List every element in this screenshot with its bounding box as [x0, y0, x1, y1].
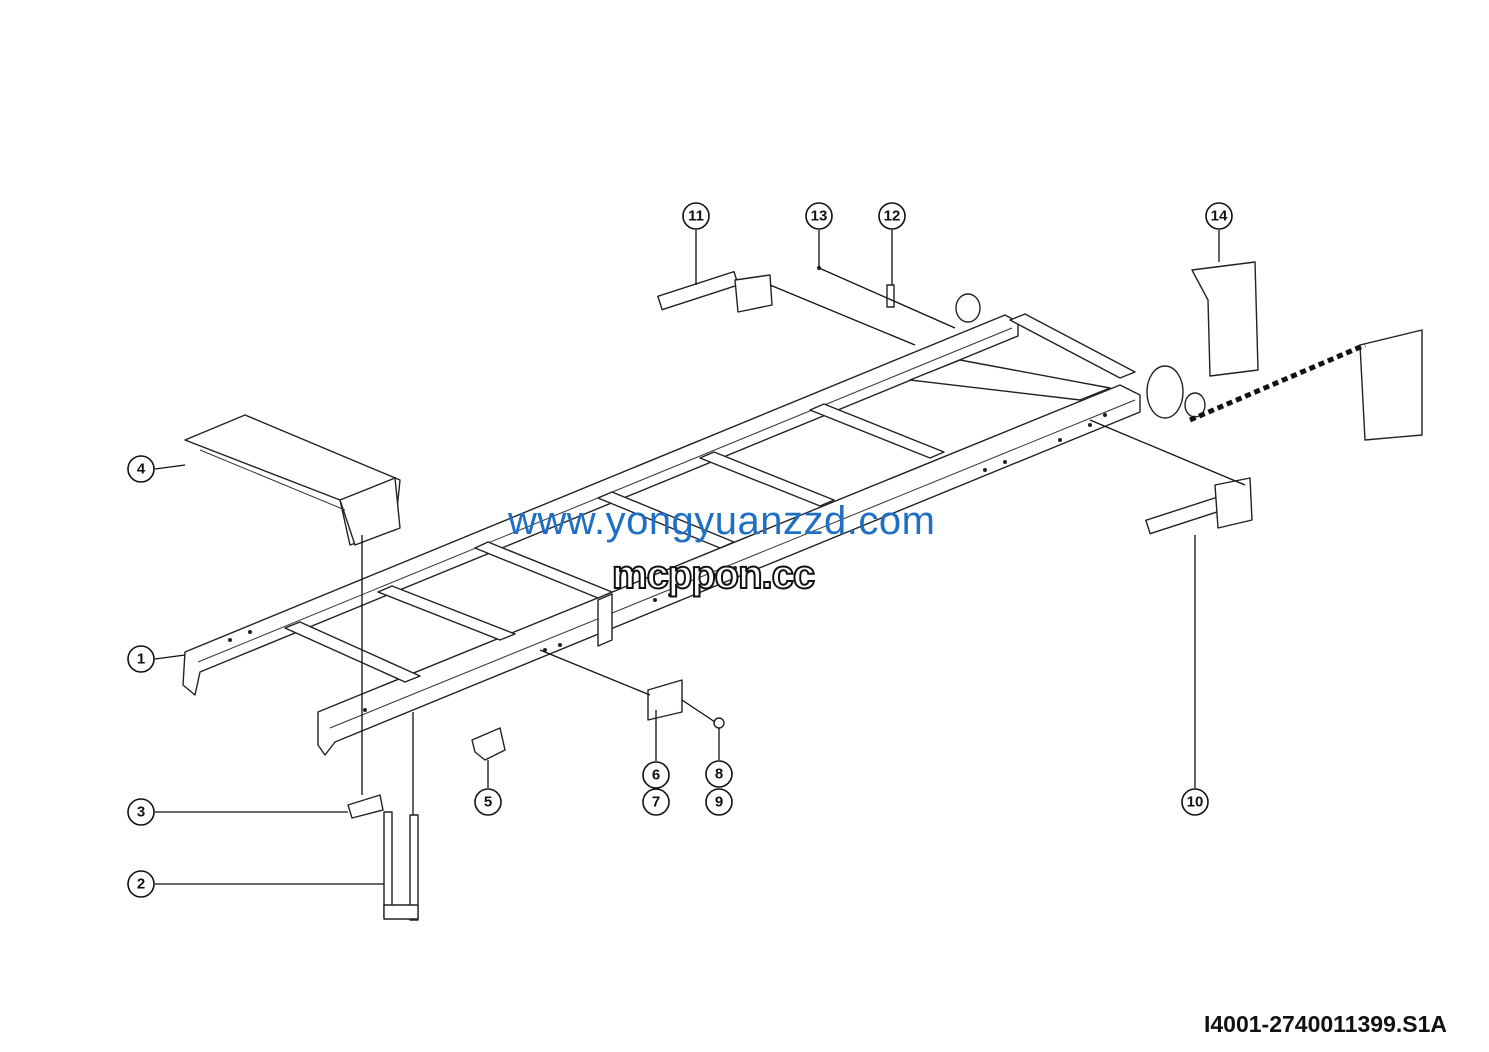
- callout-3: 3: [127, 798, 155, 826]
- leader-lines: [154, 230, 1246, 885]
- callout-8: 8: [705, 760, 733, 788]
- svg-text:11: 11: [688, 208, 704, 225]
- svg-text:4: 4: [137, 461, 146, 478]
- svg-text:3: 3: [137, 804, 145, 821]
- svg-text:13: 13: [811, 208, 828, 225]
- part-5-bracket: [471, 727, 506, 761]
- svg-text:12: 12: [884, 208, 901, 225]
- chassis-frame: [182, 293, 1206, 756]
- svg-text:7: 7: [652, 794, 660, 811]
- callout-12: 12: [878, 202, 906, 230]
- part-10-pin: [1145, 477, 1253, 535]
- callout-13: 13: [805, 202, 833, 230]
- svg-text:6: 6: [652, 767, 660, 784]
- svg-text:1: 1: [137, 651, 145, 668]
- svg-text:2: 2: [137, 876, 145, 893]
- svg-text:10: 10: [1187, 794, 1204, 811]
- callout-9: 9: [705, 788, 733, 816]
- watermark-secondary: mcppon.cc: [611, 552, 816, 598]
- part-2-u-bolt: [383, 811, 419, 921]
- part-11-pin: [657, 270, 773, 313]
- callout-7: 7: [642, 788, 670, 816]
- part-6-shim: [647, 679, 683, 721]
- callout-1: 1: [127, 645, 155, 673]
- callout-5: 5: [474, 788, 502, 816]
- part-3-clamp: [347, 794, 384, 819]
- drawing-id: I4001-2740011399.S1A: [1204, 1011, 1447, 1037]
- callout-4: 4: [127, 455, 155, 483]
- part-8-nut: [713, 717, 725, 729]
- callout-14: 14: [1205, 202, 1233, 230]
- part-14-plates: [1189, 261, 1423, 441]
- svg-text:8: 8: [715, 766, 723, 783]
- part-4-crossmember-bracket: [184, 414, 401, 546]
- svg-text:5: 5: [484, 794, 492, 811]
- svg-text:14: 14: [1211, 208, 1228, 225]
- watermark-primary: www.yongyuanzzd.com: [508, 499, 936, 543]
- callout-6: 6: [642, 761, 670, 789]
- callout-10: 10: [1181, 788, 1209, 816]
- callout-11: 11: [682, 202, 710, 230]
- frame-holes: [228, 413, 1107, 712]
- part-12-pin: [886, 284, 895, 308]
- callout-2: 2: [127, 870, 155, 898]
- svg-text:9: 9: [715, 794, 723, 811]
